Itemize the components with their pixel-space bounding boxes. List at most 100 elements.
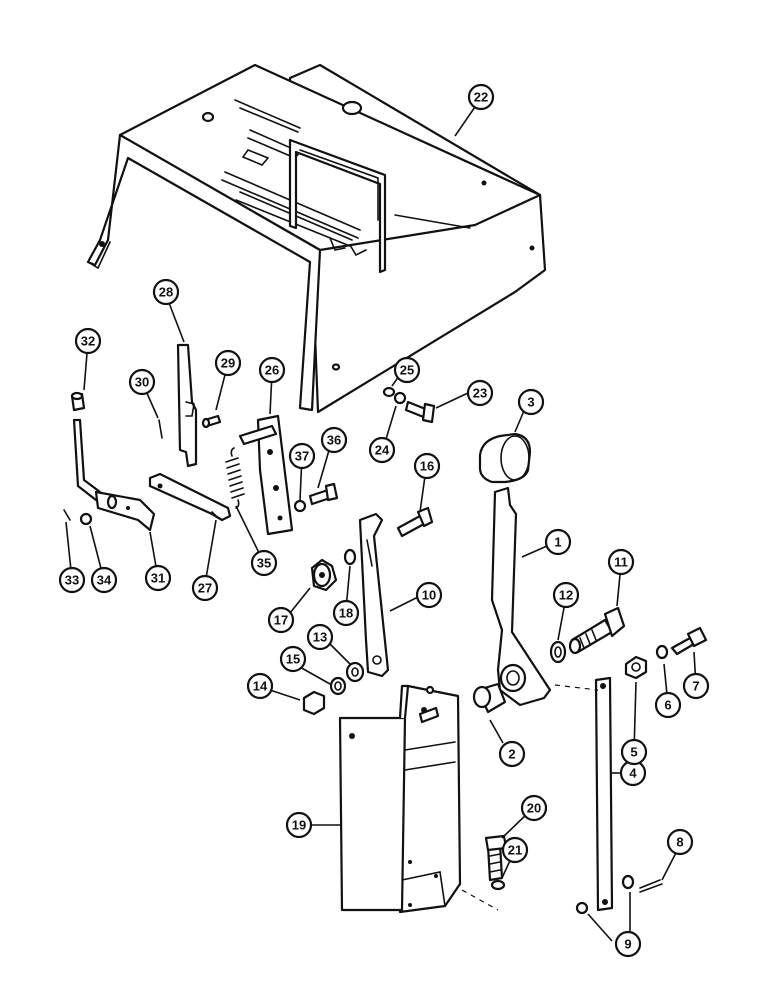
svg-text:27: 27 — [198, 581, 212, 596]
part-6-washer — [655, 644, 669, 660]
svg-text:33: 33 — [65, 573, 79, 588]
part-1-lever — [490, 486, 552, 707]
part-34-washer — [79, 512, 93, 526]
callout-21: 21 — [501, 836, 529, 864]
callout-32: 32 — [74, 327, 102, 355]
svg-text:12: 12 — [559, 588, 573, 603]
callout-13: 13 — [306, 623, 334, 651]
svg-text:30: 30 — [135, 375, 149, 390]
callout-25: 25 — [393, 356, 421, 384]
svg-text:20: 20 — [527, 801, 541, 816]
callout-34: 34 — [90, 566, 118, 594]
callouts: 1 2 3 4 5 6 7 8 9 10 11 12 13 14 15 16 1… — [58, 83, 710, 958]
callout-17: 17 — [267, 606, 295, 634]
callout-1: 1 — [544, 528, 572, 556]
svg-text:7: 7 — [692, 679, 699, 694]
part-5-nut — [624, 655, 648, 680]
svg-text:10: 10 — [422, 588, 436, 603]
svg-text:22: 22 — [474, 90, 488, 105]
callout-19: 19 — [285, 811, 313, 839]
callout-30: 30 — [128, 368, 156, 396]
part-12-washer — [549, 640, 567, 664]
svg-text:21: 21 — [508, 843, 522, 858]
svg-text:23: 23 — [473, 386, 487, 401]
callout-5: 5 — [620, 738, 648, 766]
svg-text:18: 18 — [339, 606, 353, 621]
svg-text:24: 24 — [375, 443, 390, 458]
part-9-washer — [575, 874, 635, 915]
part-33-pin — [63, 509, 71, 521]
svg-text:29: 29 — [221, 356, 235, 371]
part-14-nut — [302, 690, 326, 716]
svg-text:9: 9 — [624, 937, 631, 952]
svg-text:32: 32 — [81, 334, 95, 349]
svg-text:35: 35 — [257, 556, 271, 571]
callout-2: 2 — [498, 740, 526, 768]
part-4-link — [594, 676, 614, 912]
part-23-bolt — [404, 400, 436, 424]
svg-text:4: 4 — [629, 766, 637, 781]
svg-text:34: 34 — [97, 573, 112, 588]
callout-9: 9 — [614, 930, 642, 958]
part-3-knob — [478, 432, 532, 484]
svg-text:8: 8 — [676, 835, 683, 850]
part-19-bracket — [338, 684, 462, 914]
callout-15: 15 — [279, 645, 307, 673]
part-22-cover — [86, 63, 547, 414]
callout-27: 27 — [191, 574, 219, 602]
part-26-plate — [238, 414, 294, 536]
svg-text:25: 25 — [400, 363, 414, 378]
part-25-washer — [382, 386, 396, 398]
part-32-grip — [70, 391, 86, 412]
svg-text:36: 36 — [327, 433, 341, 448]
callout-36: 36 — [320, 426, 348, 454]
svg-text:31: 31 — [151, 571, 165, 586]
part-7-bolt — [670, 626, 708, 656]
svg-text:28: 28 — [159, 285, 173, 300]
part-29-pin — [201, 414, 222, 429]
part-20-bolt — [484, 834, 508, 882]
part-37-washer — [293, 499, 307, 513]
callout-16: 16 — [413, 452, 441, 480]
callout-28: 28 — [152, 278, 180, 306]
callout-6: 6 — [654, 691, 682, 719]
part-36-bolt — [308, 482, 339, 506]
part-17-roller — [310, 558, 338, 592]
callout-8: 8 — [666, 828, 694, 856]
callout-23: 23 — [466, 379, 494, 407]
svg-text:16: 16 — [420, 459, 434, 474]
part-15-washer — [329, 676, 347, 696]
callout-22: 22 — [467, 83, 495, 111]
part-30-pin — [158, 419, 163, 439]
callout-24: 24 — [368, 436, 396, 464]
svg-text:17: 17 — [274, 613, 288, 628]
part-8-cotter-pin — [639, 879, 663, 893]
callout-35: 35 — [250, 549, 278, 577]
part-24-washer — [393, 391, 407, 405]
callout-31: 31 — [144, 564, 172, 592]
part-21-washer — [490, 879, 506, 891]
svg-text:14: 14 — [253, 679, 268, 694]
callout-20: 20 — [520, 794, 548, 822]
callout-18: 18 — [332, 599, 360, 627]
callout-33: 33 — [58, 566, 86, 594]
callout-12: 12 — [552, 581, 580, 609]
svg-text:13: 13 — [313, 630, 327, 645]
svg-text:11: 11 — [614, 555, 628, 570]
part-28-latch — [176, 343, 198, 468]
svg-text:1: 1 — [554, 535, 561, 550]
callout-37: 37 — [288, 442, 316, 470]
callout-10: 10 — [415, 581, 443, 609]
part-27-bar — [148, 472, 232, 522]
callout-29: 29 — [214, 349, 242, 377]
svg-text:26: 26 — [265, 363, 279, 378]
svg-text:19: 19 — [292, 818, 306, 833]
part-13-washer — [345, 661, 365, 683]
svg-text:37: 37 — [295, 449, 309, 464]
part-2-bushing — [472, 682, 507, 714]
callout-26: 26 — [258, 356, 286, 384]
part-10-arm — [358, 512, 390, 678]
callout-7: 7 — [682, 672, 710, 700]
svg-text:6: 6 — [664, 698, 671, 713]
